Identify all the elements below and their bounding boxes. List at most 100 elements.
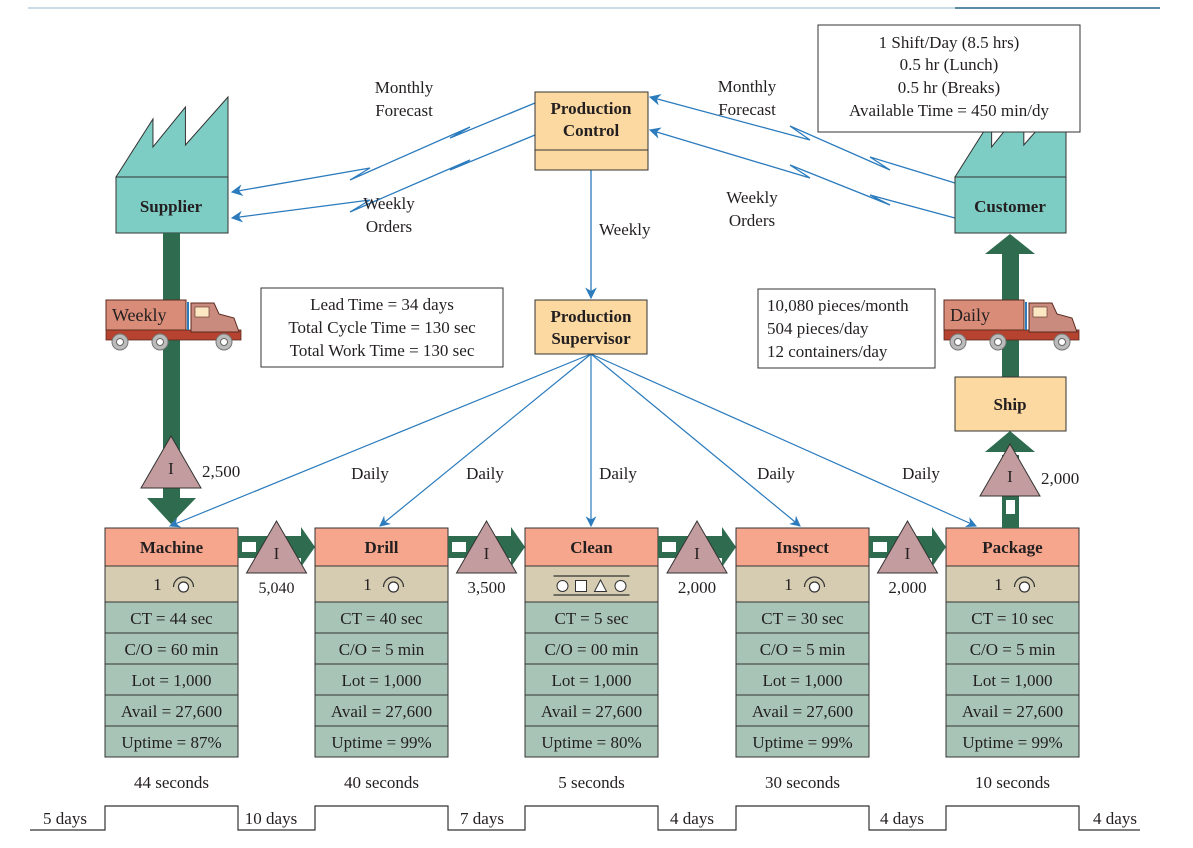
customer-demand-box: 10,080 pieces/month 504 pieces/day 12 co… (757, 288, 936, 369)
supervisor-to-drill-line (379, 353, 592, 527)
push-arrow-stripe (452, 542, 466, 552)
process-ct: CT = 30 sec (761, 609, 844, 628)
supervisor-to-inspect-line (590, 353, 801, 527)
process-name: Drill (365, 538, 399, 557)
data-row-lot (104, 663, 239, 696)
square-icon (575, 580, 587, 592)
data-row-uptime (104, 725, 239, 758)
push-arrow-head (301, 527, 315, 567)
monthly-forecast-from-customer-line (648, 94, 956, 184)
process-header (314, 527, 449, 567)
data-row-ct (524, 601, 659, 634)
raw-inventory-count: 2,500 (202, 462, 240, 481)
demand-line: 504 pieces/day (767, 319, 869, 338)
push-arrow-stripe (1006, 500, 1015, 514)
operator-row (104, 565, 239, 603)
process-lot: Lot = 1,000 (132, 671, 212, 690)
process-header (524, 527, 659, 567)
process-box-package (945, 527, 1080, 758)
push-arrow-stripe (662, 542, 676, 552)
demand-line: 10,080 pieces/month (767, 296, 909, 315)
daily-schedule-label: Daily (757, 464, 795, 483)
finished-inventory-triangle (979, 442, 1041, 497)
circle-icon (614, 580, 627, 592)
operator-icon (803, 576, 826, 588)
operator-row (524, 565, 659, 603)
weekly-orders-to-supplier-line (230, 134, 536, 223)
process-ct: CT = 44 sec (130, 609, 213, 628)
data-row-co (524, 632, 659, 665)
data-row-uptime (314, 725, 449, 758)
left-forecast-label: Monthly (375, 78, 434, 97)
monthly-forecast-to-supplier-line (230, 102, 536, 196)
ship-box: Ship (954, 376, 1067, 432)
factory-body (954, 176, 1067, 234)
data-row-co (314, 632, 449, 665)
truck-label: Daily (950, 305, 990, 325)
operator-row (314, 565, 449, 603)
customer-info-line: 0.5 hr (Breaks) (898, 78, 1000, 97)
truck-hub (116, 338, 124, 346)
supervisor-to-machine-line (169, 353, 592, 528)
inventory-between-1 (245, 519, 308, 574)
truck-window (194, 306, 210, 318)
inventory-marker: I (274, 544, 280, 563)
inventory-marker: I (484, 544, 490, 563)
inventory-count: 2,000 (888, 578, 926, 597)
push-arrow-head (932, 527, 946, 567)
production-supervisor-label: Production (551, 307, 632, 326)
truck-label: Weekly (112, 305, 167, 325)
data-row-ct (735, 601, 870, 634)
inventory-between-3 (666, 519, 728, 574)
production-supervisor-box: Production Supervisor (534, 299, 648, 355)
process-box-clean (524, 527, 659, 758)
push-arrow-stripe (873, 542, 887, 552)
timeline-line (30, 805, 1140, 831)
timeline-days-label: 4 days (670, 809, 714, 828)
production-supervisor-label: Supervisor (551, 329, 631, 348)
daily-schedule-label: Daily (351, 464, 389, 483)
raw-inventory-triangle (140, 434, 202, 489)
push-arrow-head (511, 527, 525, 567)
process-ct: CT = 10 sec (971, 609, 1054, 628)
process-name: Package (982, 538, 1043, 557)
production-control-label: Control (563, 121, 620, 140)
inventory-marker: I (168, 459, 174, 478)
process-time-label: 44 seconds (134, 773, 209, 792)
process-uptime: Uptime = 99% (752, 733, 852, 752)
shape-layer (30, 95, 1140, 831)
truck-cargo (943, 299, 1025, 331)
data-row-ct (104, 601, 239, 634)
daily-schedule-label: Daily (466, 464, 504, 483)
supplier-label: Supplier (140, 197, 203, 216)
daily-schedule-label: Daily (902, 464, 940, 483)
inventory-triangle (876, 519, 939, 574)
truck-window (1032, 306, 1048, 318)
factory-body (115, 176, 229, 234)
process-co: C/O = 00 min (544, 640, 639, 659)
process-time-label: 30 seconds (765, 773, 840, 792)
weekly-orders-from-customer-line (648, 127, 956, 219)
process-lot: Lot = 1,000 (763, 671, 843, 690)
process-uptime: Uptime = 80% (541, 733, 641, 752)
truck-hub (156, 338, 164, 346)
customer-info-box: 1 Shift/Day (8.5 hrs) 0.5 hr (Lunch) 0.5… (817, 24, 1081, 133)
production-control-box: Production Control (534, 91, 649, 171)
operator-icon (382, 576, 405, 588)
data-row-uptime (524, 725, 659, 758)
customer-info-line: 1 Shift/Day (8.5 hrs) (879, 33, 1020, 52)
process-time-label: 40 seconds (344, 773, 419, 792)
push-arrow-head (722, 527, 736, 567)
timeline-days-label: 4 days (1093, 809, 1137, 828)
inventory-count: 5,040 (259, 580, 295, 597)
process-co: C/O = 5 min (970, 640, 1056, 659)
process-co: C/O = 60 min (124, 640, 219, 659)
process-time-label: 10 seconds (975, 773, 1050, 792)
process-time-label: 5 seconds (558, 773, 625, 792)
right-orders-label: Weekly (726, 188, 778, 207)
production-control-label: Production (551, 99, 632, 118)
control-to-supervisor-label: Weekly (599, 220, 651, 239)
operator-count: 1 (153, 575, 162, 594)
